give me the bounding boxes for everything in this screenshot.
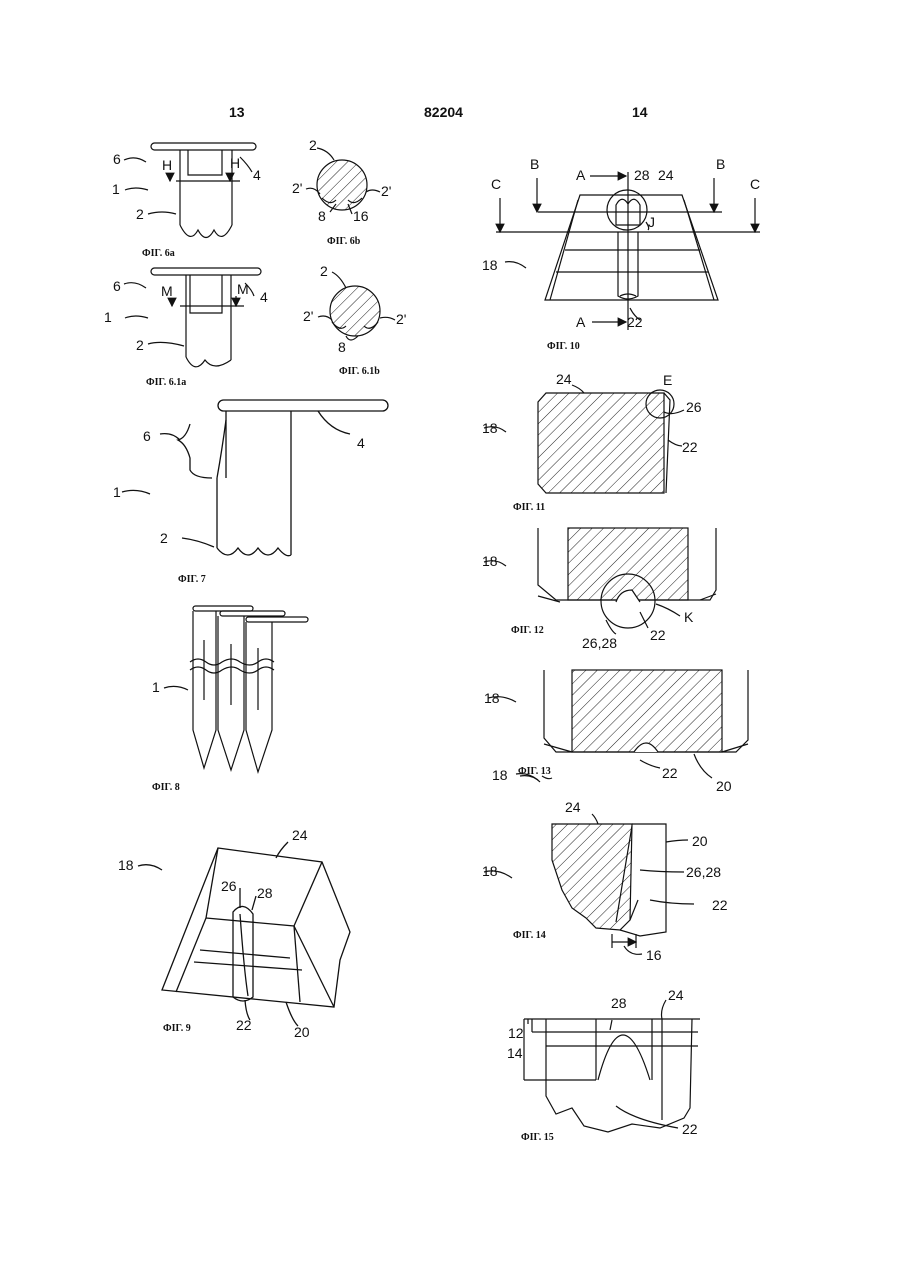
fig14-label-26-28: 26,28 (686, 864, 721, 880)
fig15-label-12: 12 (508, 1025, 524, 1041)
figure-6-1b: 2 2' 2' 8 ФІГ. 6.1b (303, 263, 406, 377)
fig12-label-k: K (684, 609, 694, 625)
fig61a-label-1: 1 (104, 309, 112, 325)
fig10-label-j: J (648, 214, 655, 230)
fig6a-label-1: 1 (112, 181, 120, 197)
fig11-label-22: 22 (682, 439, 698, 455)
fig12-label-22: 22 (650, 627, 666, 643)
fig61a-label-m-right: M (237, 281, 249, 297)
fig15-label-18: 18 (492, 767, 508, 783)
fig11-label-18: 18 (482, 420, 498, 436)
fig6b-caption: ФІГ. 6b (327, 236, 361, 247)
figure-14: 24 20 18 26,28 22 16 ФІГ. 14 (482, 799, 728, 963)
fig8-caption: ФІГ. 8 (152, 782, 180, 793)
figure-6b: 2 2' 2' 8 16 ФІГ. 6b (292, 137, 391, 247)
figure-6-1a: 6 M M 4 1 2 ФІГ. 6.1а (104, 268, 268, 388)
fig9-label-18: 18 (118, 857, 134, 873)
figure-12: 18 K 26,28 22 ФІГ. 12 (482, 528, 716, 651)
figure-10: B B C C A A 28 24 J 18 22 ФІГ. 10 (482, 156, 760, 352)
figure-11: 24 E 26 18 22 ФІГ. 11 (482, 371, 702, 513)
fig6a-label-4: 4 (253, 167, 261, 183)
fig8-label-1: 1 (152, 679, 160, 695)
fig11-label-e: E (663, 372, 672, 388)
fig61b-caption: ФІГ. 6.1b (339, 366, 380, 377)
fig14-caption: ФІГ. 14 (513, 930, 546, 941)
fig61a-label-4: 4 (260, 289, 268, 305)
fig6a-label-2: 2 (136, 206, 144, 222)
fig15-label-28: 28 (611, 995, 627, 1011)
fig15-label-14: 14 (507, 1045, 523, 1061)
fig15-label-22: 22 (682, 1121, 698, 1137)
fig61a-caption: ФІГ. 6.1а (146, 377, 186, 388)
fig10-label-22: 22 (627, 314, 643, 330)
fig61b-label-2: 2 (320, 263, 328, 279)
fig6b-label-2prime-right: 2' (381, 183, 391, 199)
fig11-label-24: 24 (556, 371, 572, 387)
fig61b-label-2prime-right: 2' (396, 311, 406, 327)
fig7-label-6: 6 (143, 428, 151, 444)
fig12-label-26-28: 26,28 (582, 635, 617, 651)
fig7-label-2: 2 (160, 530, 168, 546)
fig9-label-24: 24 (292, 827, 308, 843)
fig6b-label-16: 16 (353, 208, 369, 224)
fig6a-caption: ФІГ. 6а (142, 248, 175, 259)
fig6b-label-2: 2 (309, 137, 317, 153)
fig7-label-1: 1 (113, 484, 121, 500)
fig10-label-28: 28 (634, 167, 650, 183)
fig10-label-c-left: C (491, 176, 501, 192)
fig13-label-18: 18 (484, 690, 500, 706)
fig10-label-a-bottom: A (576, 314, 586, 330)
fig12-label-18: 18 (482, 553, 498, 569)
fig9-caption: ФІГ. 9 (163, 1023, 191, 1034)
fig6b-label-2prime-left: 2' (292, 180, 302, 196)
fig9-label-28: 28 (257, 885, 273, 901)
fig13-label-20: 20 (716, 778, 732, 794)
fig9-label-22: 22 (236, 1017, 252, 1033)
fig14-label-24: 24 (565, 799, 581, 815)
fig14-label-16: 16 (646, 947, 662, 963)
fig10-label-b-right: B (716, 156, 725, 172)
fig15-label-24: 24 (668, 987, 684, 1003)
figure-7: 6 4 1 2 ФІГ. 7 (113, 400, 388, 585)
fig11-caption: ФІГ. 11 (513, 502, 545, 513)
fig14-label-22: 22 (712, 897, 728, 913)
fig6b-label-8: 8 (318, 208, 326, 224)
fig6a-label-h-right: H (230, 155, 240, 171)
fig13-label-22: 22 (662, 765, 678, 781)
fig14-label-18: 18 (482, 863, 498, 879)
figure-6a: 6 H H 4 1 2 ФІГ. 6а (112, 143, 261, 259)
fig10-label-b-left: B (530, 156, 539, 172)
figure-9: 18 24 26 28 22 20 ФІГ. 9 (118, 827, 350, 1040)
fig14-label-20: 20 (692, 833, 708, 849)
fig61a-label-6: 6 (113, 278, 121, 294)
fig6a-label-6: 6 (113, 151, 121, 167)
fig6a-label-h-left: H (162, 157, 172, 173)
fig10-caption: ФІГ. 10 (547, 341, 580, 352)
fig10-label-18: 18 (482, 257, 498, 273)
fig10-label-24: 24 (658, 167, 674, 183)
fig9-label-20: 20 (294, 1024, 310, 1040)
fig10-label-c-right: C (750, 176, 760, 192)
fig12-caption: ФІГ. 12 (511, 625, 544, 636)
fig11-label-26: 26 (686, 399, 702, 415)
figure-8: 1 ФІГ. 8 (152, 606, 308, 793)
fig9-label-26: 26 (221, 878, 237, 894)
fig7-label-4: 4 (357, 435, 365, 451)
fig61b-label-2prime-left: 2' (303, 308, 313, 324)
fig61a-label-m-left: M (161, 283, 173, 299)
fig10-label-a-top: A (576, 167, 586, 183)
fig61a-label-2: 2 (136, 337, 144, 353)
fig61b-label-8: 8 (338, 339, 346, 355)
fig7-caption: ФІГ. 7 (178, 574, 206, 585)
fig15-caption: ФІГ. 15 (521, 1132, 554, 1143)
